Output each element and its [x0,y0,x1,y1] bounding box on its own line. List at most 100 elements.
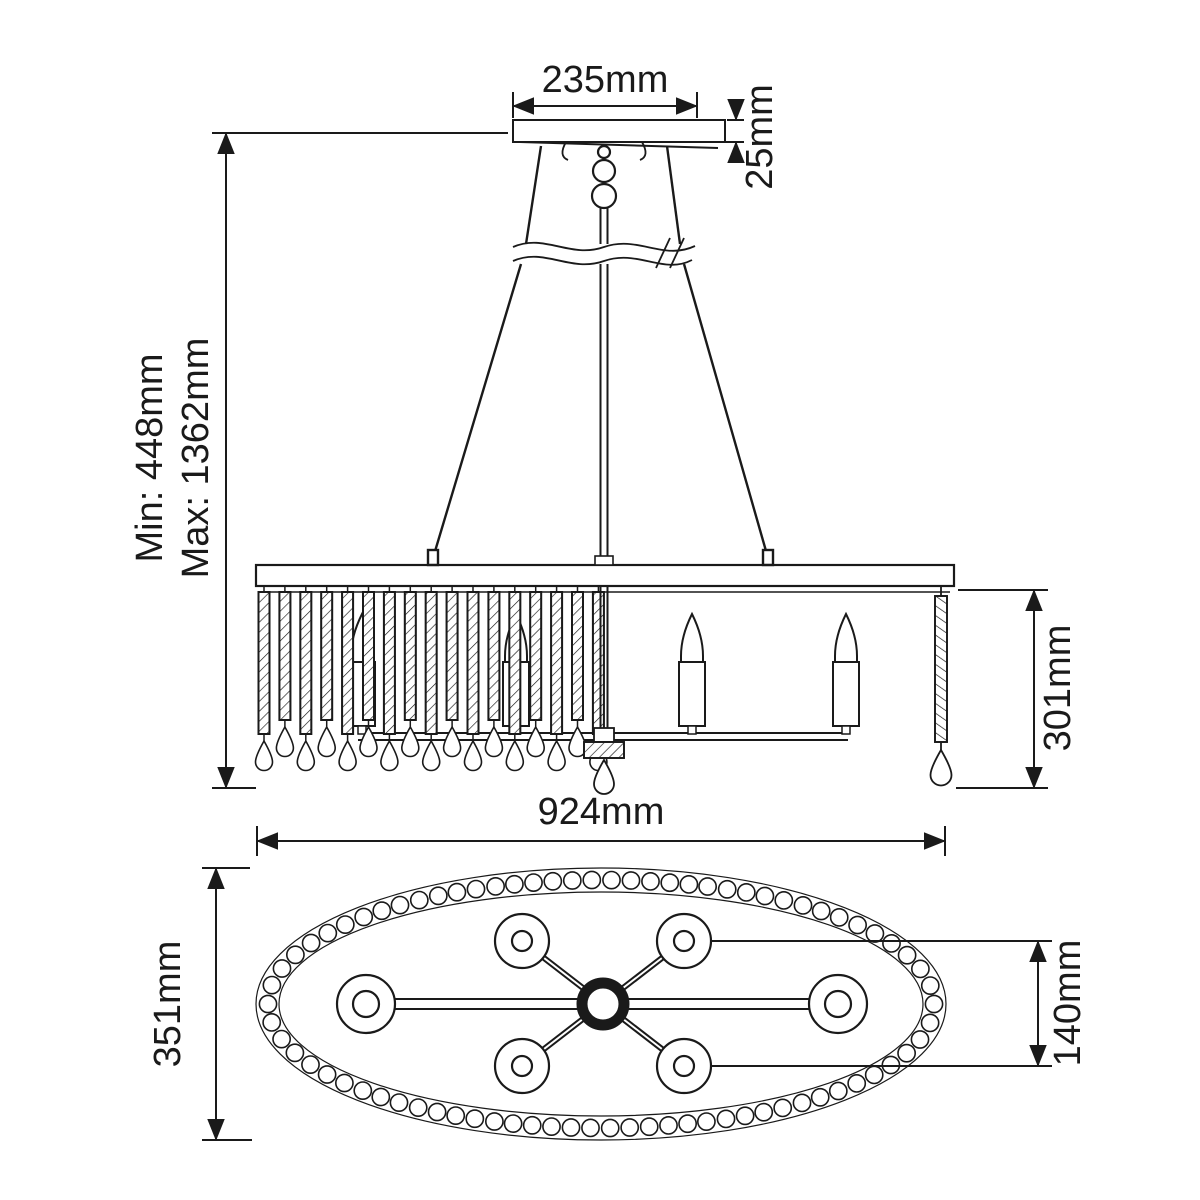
canopy-height-label: 25mm [739,84,781,190]
crystal-bead [911,959,930,979]
candle-light [832,611,860,735]
candle-spacing-label: 140mm [1047,940,1089,1067]
crystal-drop [275,725,295,758]
crystal-bead [447,882,467,902]
crystal-bead [754,1102,774,1122]
crystal-drop [359,725,378,758]
crystal-bead [389,1093,409,1113]
crystal-rod [529,591,543,721]
crystal-bead [301,1055,320,1075]
crystal-bead [736,883,756,902]
dim-overall-width [256,826,946,856]
crystal-rod-fringe [254,586,608,772]
crystal-bead [562,871,582,890]
crystal-drop [568,725,587,758]
ceiling-canopy [512,119,726,161]
crystal-rod [424,591,438,735]
dim-depth [202,867,252,1141]
dim-body-height [956,589,1048,789]
max-height-label: Max: 1362mm [175,338,217,579]
crystal-bead [793,896,813,915]
crystal-bead [262,975,282,995]
crystal-bead [427,1102,447,1122]
hanging-chain [590,144,618,210]
crystal-rod [320,591,334,721]
crystal-bead [924,994,944,1014]
crystal-rod [571,591,584,721]
centre-finial [583,586,625,795]
crystal-bead [318,923,338,943]
min-height-label: Min: 448mm [129,353,171,562]
crystal-bead [920,1013,940,1033]
crystal-rod [550,591,564,735]
crystal-rod [299,591,313,735]
crystal-bead [285,945,305,965]
crystal-bead [848,915,868,935]
crystal-bead [353,1081,373,1101]
crystal-bead [582,870,602,890]
crystal-rod [403,591,417,721]
crystal-bead [334,1073,354,1093]
crystal-drop [338,739,357,772]
plan-view [255,867,947,1141]
crystal-rod [362,591,375,721]
frame-band [254,555,956,593]
crystal-bead [408,1098,428,1118]
plan-lamp-positions [335,912,869,1095]
crystal-bead [354,907,374,927]
crystal-bead [581,1118,600,1138]
candles-back [348,611,530,735]
crystal-bead [486,877,506,896]
overall-width-label: 924mm [538,791,665,833]
crystal-bead [600,1118,620,1138]
crystal-bead [524,873,543,893]
crystal-bead [335,915,355,935]
crystal-bead [810,1087,830,1107]
dim-canopy-height [721,98,745,164]
crystal-rod [445,591,459,721]
crystal-bead [641,872,660,891]
crystal-drop [296,739,316,772]
crystal-bead [828,1081,848,1101]
crystal-bead [920,976,940,996]
crystal-bead [505,874,524,894]
crystal-bead [774,891,794,910]
crystal-bead [659,1116,678,1135]
crystal-drop [484,725,504,758]
crystal-bead [465,1109,485,1129]
crystal-bead [390,895,410,915]
dim-candle-spacing [711,940,1052,1067]
crystal-bead [679,875,699,894]
overall-depth-label: 351mm [147,941,189,1068]
crystal-bead [258,994,278,1014]
dim-canopy-width [512,92,698,118]
bead-ring-guides [255,867,947,1141]
crystal-bead [660,873,680,893]
central-stem [599,208,609,565]
support-rods [426,145,775,567]
crystal-bead [735,1106,755,1126]
crystal-bead [503,1114,523,1134]
crystal-bead [829,908,849,927]
body-height-label: 301mm [1037,625,1079,752]
crystal-drop [463,739,483,772]
side-view [254,119,956,795]
crystal-bead [639,1117,659,1137]
crystal-bead [811,901,831,921]
dim-overall-height [212,132,508,789]
crystal-bead [371,1087,391,1107]
candle-light [678,611,706,735]
crystal-bead [272,1029,292,1049]
crystal-bead [542,1117,561,1137]
crystal-rod [487,591,501,721]
crystal-drop [526,725,546,758]
crystal-bead [755,886,775,906]
crystal-bead [602,870,621,890]
crystal-bead [543,871,563,891]
crystal-bead [272,959,292,978]
crystal-bead [882,934,901,953]
crystal-rod [466,591,480,735]
crystal-bead [678,1114,698,1134]
